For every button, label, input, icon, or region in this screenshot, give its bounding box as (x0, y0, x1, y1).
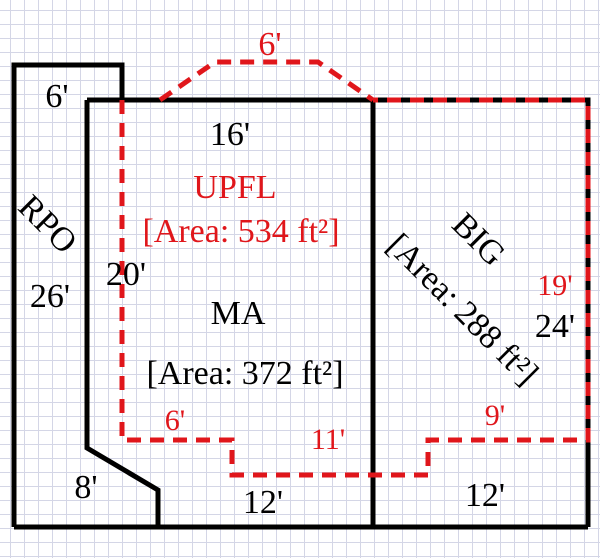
upfl-dormer (158, 59, 375, 103)
ma-top-dimension: 16' (209, 116, 251, 153)
rpo-wall (11, 62, 125, 527)
big-bottom-dimension: 12' (464, 477, 506, 514)
ma-bottom-dimension: 12' (242, 484, 284, 521)
upfl-step-mid-dimension: 11' (310, 423, 346, 456)
upfl-step-left-dimension: 6' (164, 404, 186, 437)
upfl-step-right-dimension: 9' (484, 399, 506, 432)
ma-side-dimension: 20' (105, 256, 147, 293)
ma-label: MA (210, 295, 266, 332)
upfl-side-dimension: 19' (537, 269, 573, 302)
upfl-top-dimension: 6' (258, 26, 282, 63)
upfl-label: UPFL (193, 169, 277, 206)
upfl-area: [Area: 534 ft²] (142, 213, 340, 250)
big-side-dimension: 24' (534, 308, 576, 345)
ma-corner-dimension: 8' (74, 469, 98, 506)
rpo-height-dimension: 26' (29, 278, 71, 315)
ma-area: [Area: 372 ft²] (146, 355, 344, 392)
upfl-outline (119, 97, 591, 478)
rpo-width-dimension: 6' (45, 78, 69, 115)
ma-left-wall (84, 100, 161, 527)
